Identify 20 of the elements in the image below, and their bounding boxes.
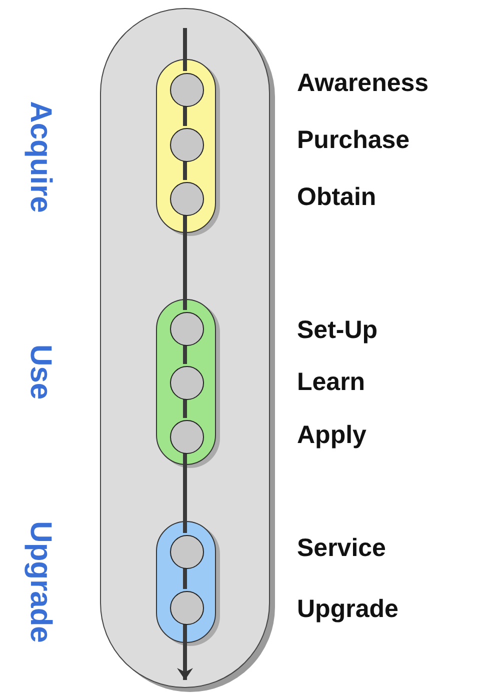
flow-line xyxy=(183,105,187,126)
flow-line xyxy=(183,28,187,71)
phase-label: Upgrade xyxy=(23,521,57,643)
flow-line xyxy=(183,214,187,310)
flow-line xyxy=(183,452,187,533)
step-label: Service xyxy=(297,533,386,563)
phase-label: Use xyxy=(23,344,57,400)
step-label: Purchase xyxy=(297,125,410,155)
step-label: Upgrade xyxy=(297,594,398,624)
flow-line xyxy=(183,398,187,418)
step-label: Awareness xyxy=(297,68,429,98)
flow-line xyxy=(183,160,187,180)
flow-line xyxy=(183,344,187,364)
phase-label: Acquire xyxy=(23,101,57,213)
step-label: Learn xyxy=(297,367,366,397)
step-label: Obtain xyxy=(297,182,376,212)
step-label: Set-Up xyxy=(297,315,378,345)
flow-line xyxy=(183,567,187,589)
step-label: Apply xyxy=(297,420,366,450)
flow-line xyxy=(177,623,193,680)
